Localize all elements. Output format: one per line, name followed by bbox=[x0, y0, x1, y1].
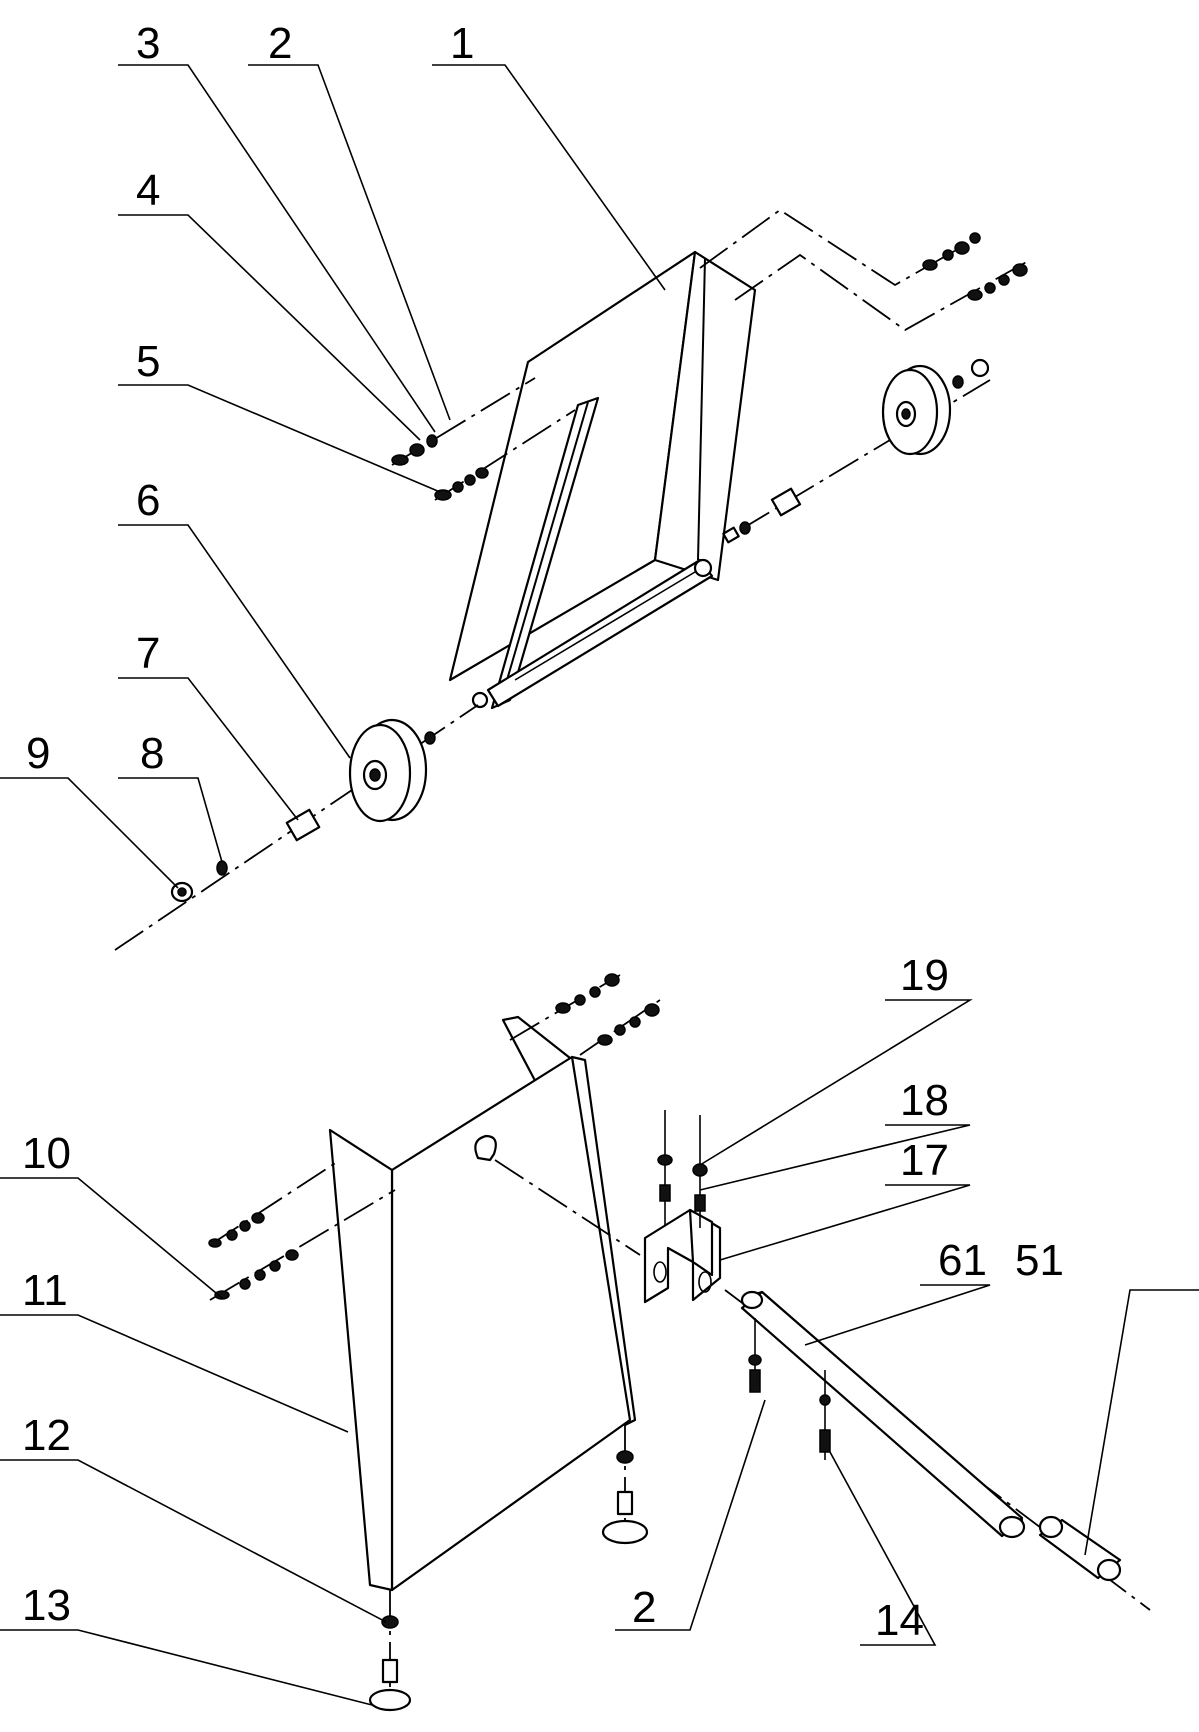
callout-17: 17 bbox=[900, 1136, 949, 1185]
upper-right-bolts bbox=[699, 208, 1031, 332]
callout-9: 9 bbox=[26, 729, 50, 778]
lower-top-bolts bbox=[509, 973, 661, 1056]
leader-lines bbox=[0, 64, 1199, 1706]
callout-13: 13 bbox=[22, 1581, 71, 1630]
callout-14: 14 bbox=[875, 1596, 924, 1645]
callout-5: 5 bbox=[136, 337, 160, 386]
callout-11: 11 bbox=[22, 1266, 68, 1315]
left-wheel-assembly bbox=[114, 704, 479, 951]
callout-1: 1 bbox=[450, 19, 474, 68]
callout-2-bottom: 2 bbox=[632, 1583, 656, 1632]
bottom-axle-bar bbox=[486, 558, 714, 708]
support-tube bbox=[724, 1289, 1151, 1611]
callout-10: 10 bbox=[22, 1129, 71, 1178]
callout-2-top: 2 bbox=[268, 19, 292, 68]
frame-side-flange bbox=[653, 250, 757, 582]
callout-6: 6 bbox=[136, 476, 160, 525]
cabinet-left-flange bbox=[328, 1128, 394, 1592]
upper-left-bolts bbox=[391, 377, 576, 501]
callout-61: 61 bbox=[938, 1236, 987, 1285]
keyhole-slot bbox=[474, 1134, 497, 1162]
right-wheel bbox=[722, 358, 991, 544]
leveling-feet bbox=[368, 1425, 649, 1712]
callout-8: 8 bbox=[140, 729, 164, 778]
callout-labels: 3 2 1 4 5 6 7 9 8 19 18 10 17 61 51 11 1… bbox=[22, 19, 1064, 1645]
lower-cabinet-assembly bbox=[328, 1015, 637, 1592]
lower-left-bolts bbox=[208, 1159, 396, 1301]
callout-4: 4 bbox=[136, 166, 160, 215]
mounting-bracket-part-17 bbox=[494, 1110, 722, 1304]
callout-19: 19 bbox=[900, 951, 949, 1000]
callout-12: 12 bbox=[22, 1411, 71, 1460]
callout-51: 51 bbox=[1015, 1236, 1064, 1285]
callout-3: 3 bbox=[136, 19, 160, 68]
callout-18: 18 bbox=[900, 1076, 949, 1125]
upper-frame-assembly bbox=[448, 250, 757, 710]
callout-7: 7 bbox=[136, 629, 160, 678]
